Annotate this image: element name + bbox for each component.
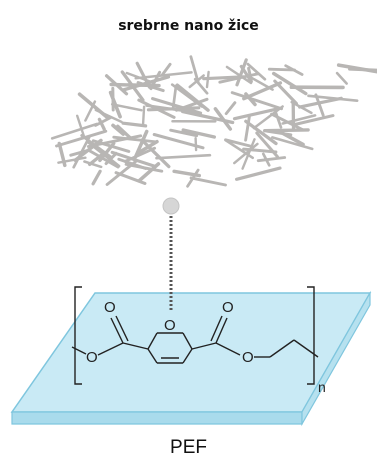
nanowire-strand — [160, 62, 172, 77]
nanowire-strand — [235, 166, 282, 181]
nanowire-strand — [87, 150, 107, 167]
left-bracket — [74, 286, 82, 385]
nanowire-strand — [86, 134, 143, 148]
nanowire-strand — [105, 159, 139, 186]
nanowire-strand — [140, 138, 171, 169]
nanowire-strand — [110, 103, 143, 112]
nanowire-strand — [80, 134, 113, 159]
nanowire-strand — [151, 97, 203, 115]
nanowire-strand — [293, 114, 335, 126]
nanowire-strand — [307, 94, 359, 103]
nanowire-strand — [281, 131, 305, 147]
nanowire-strand — [189, 55, 200, 84]
atom-carbonyl-right: O — [222, 299, 234, 316]
nanowire-strand — [335, 71, 348, 85]
diagram-title: srebrne nano žice — [118, 18, 259, 34]
nanowire-strand — [189, 176, 227, 187]
nanowire-strand — [69, 148, 90, 157]
nanowire-strand — [152, 133, 205, 150]
nanowire-strand — [298, 96, 343, 109]
pef-substrate — [10, 290, 372, 427]
atom-ester-left: O — [86, 349, 98, 366]
nanowire-strand — [230, 91, 284, 111]
substrate-right-edge — [301, 290, 371, 427]
nanowire-strand — [255, 131, 279, 159]
nanowire-strand — [110, 150, 157, 168]
substrate-label: PEF — [170, 437, 207, 458]
nanowire-strand — [97, 117, 106, 131]
nanowire-strand — [224, 101, 237, 116]
nanowire-strand — [241, 138, 256, 170]
nanowire-strand — [314, 93, 325, 117]
nanowire-strand — [235, 58, 248, 87]
nanowire-strand — [244, 115, 251, 142]
nanowire-strand — [98, 141, 116, 163]
nanowire-strand — [244, 119, 278, 146]
nanowire-strand — [91, 169, 102, 186]
nanowire-strand — [267, 67, 297, 72]
nanowire-strand — [274, 110, 283, 129]
nanowire-strand — [77, 92, 110, 120]
nanowire-strand — [171, 84, 178, 110]
nanowire-strand — [242, 81, 283, 101]
nanowire-strand — [205, 70, 210, 89]
nanowire-strand — [83, 160, 103, 169]
nanowire-strand — [175, 97, 209, 112]
nanowire-strand — [121, 121, 148, 128]
nanowire-strand — [194, 136, 198, 152]
nanowire-strand — [181, 128, 217, 139]
nanowire-strand — [122, 75, 171, 92]
nanowire-strand — [141, 105, 146, 126]
nanowire-strand — [75, 114, 86, 139]
pef-repeat-unit-structure — [71, 286, 319, 385]
nanowire-strand — [247, 66, 253, 83]
nanowire-strand — [232, 107, 280, 121]
substrate-front-edge — [11, 411, 303, 425]
nanowire-strand — [155, 153, 212, 160]
silver-nanowire-mesh — [50, 55, 377, 188]
nanowire-strand — [55, 129, 108, 148]
atom-ring-oxygen: O — [164, 317, 176, 334]
nanowire-strand — [281, 114, 317, 125]
nanowire-strand — [116, 124, 132, 140]
nanowire-strand — [175, 83, 210, 112]
nanowire-strand — [111, 123, 126, 136]
nanowire-strand — [233, 142, 259, 165]
nanowire-strand — [224, 138, 252, 148]
nanowire-strand — [188, 74, 205, 89]
repeat-subscript: n — [318, 379, 326, 395]
right-bracket — [307, 286, 315, 385]
atom-ester-right: O — [242, 349, 254, 366]
nanowire-strand — [72, 135, 91, 169]
nanowire-strand — [256, 156, 287, 163]
nanowire-strand — [272, 71, 308, 96]
nanowire-strand — [202, 75, 246, 81]
nanowire-strand — [125, 71, 154, 84]
atom-carbonyl-left: O — [104, 299, 116, 316]
nanowire-strand — [180, 109, 235, 125]
nanowire-strand — [57, 141, 67, 168]
nanowire-strand — [270, 136, 314, 151]
nanowire-contact-bead — [162, 197, 180, 215]
nanowire-strand — [112, 135, 158, 144]
nanowire-strand — [246, 62, 267, 81]
nanowire-strand — [336, 63, 377, 74]
nanowire-strand — [50, 122, 99, 140]
nanowire-strand — [172, 169, 202, 178]
nanowire-strand — [169, 128, 199, 138]
nanowire-strand — [133, 129, 149, 159]
